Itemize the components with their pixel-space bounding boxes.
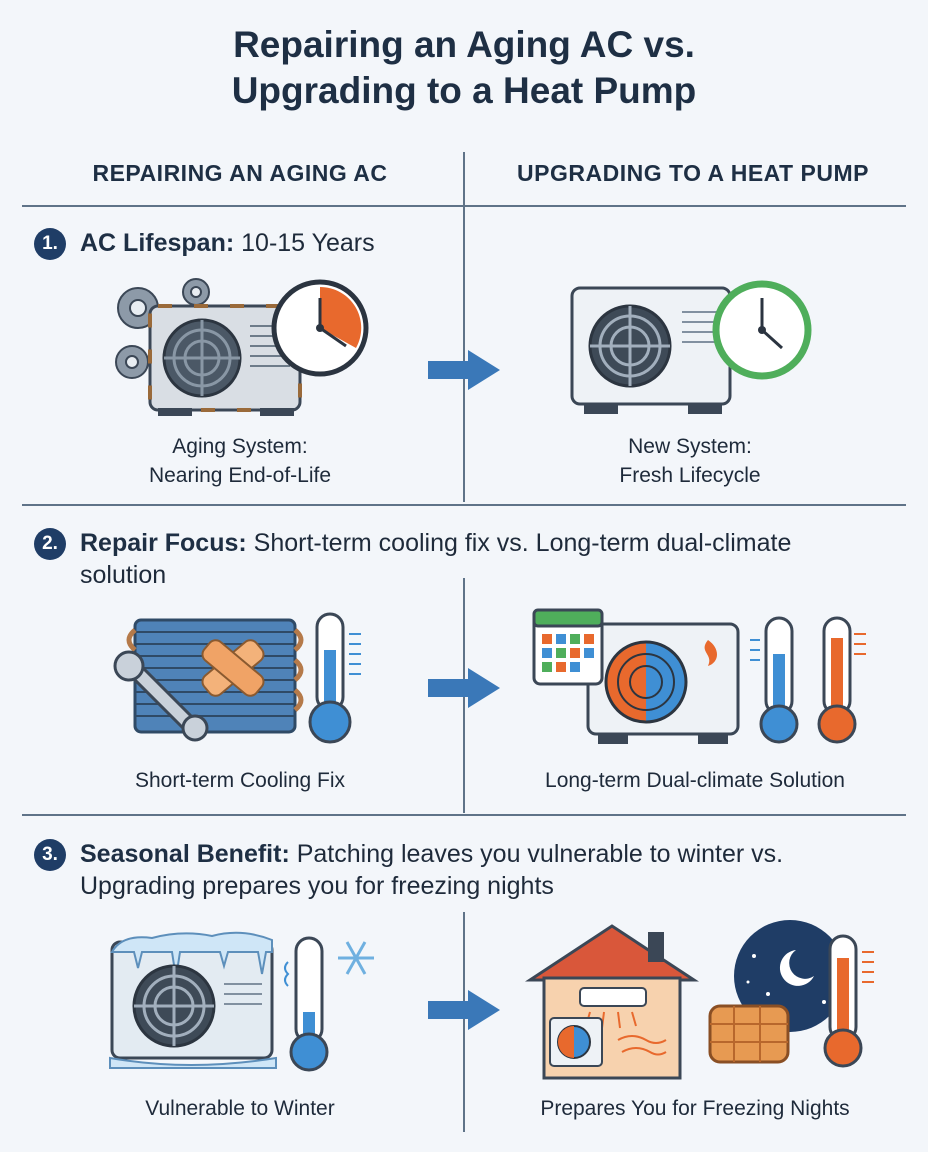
divider-section-2	[22, 814, 906, 816]
section-1-text: 10-15 Years	[234, 229, 375, 257]
new-heat-pump-icon	[570, 280, 812, 414]
caption-line: New System:	[628, 435, 752, 458]
caption-line: Long-term Dual-climate Solution	[545, 769, 845, 792]
frozen-ac-icon	[109, 931, 374, 1072]
caption-new-system: New System: Fresh Lifecycle	[510, 432, 870, 490]
caption-line: Short-term Cooling Fix	[134, 769, 346, 792]
divider-section-1	[22, 504, 906, 506]
section-3-text: Patching leaves you vulnerable to winter…	[80, 840, 784, 900]
section-1-number: 1.	[34, 228, 66, 260]
caption-line: Nearing End-of-Life	[148, 464, 332, 487]
dual-climate-heat-pump-icon	[532, 608, 866, 744]
patched-coil-wrench-icon	[113, 612, 361, 744]
caption-vulnerable-winter: Vulnerable to Winter	[40, 1094, 440, 1123]
page-title: Repairing an Aging AC vs. Upgrading to a…	[0, 22, 928, 114]
caption-dual-climate-solution: Long-term Dual-climate Solution	[480, 766, 910, 795]
arrow-icon-1	[428, 350, 500, 390]
column-divider-1	[463, 152, 465, 502]
section-1-label: AC Lifespan:	[80, 229, 235, 257]
section-3-heading: 3. Seasonal Benefit: Patching leaves you…	[34, 838, 904, 902]
section-3-number: 3.	[34, 839, 66, 871]
section-3-label: Seasonal Benefit:	[80, 840, 290, 868]
section-2-label: Repair Focus:	[80, 529, 247, 557]
title-line-2: Upgrading to a Heat Pump	[231, 70, 697, 111]
caption-line: Fresh Lifecycle	[619, 464, 761, 487]
caption-line: Prepares You for Freezing Nights	[540, 1097, 850, 1120]
section-1-heading: 1. AC Lifespan: 10-15 Years	[34, 227, 894, 260]
caption-line: Vulnerable to Winter	[145, 1097, 335, 1120]
column-divider-3	[463, 912, 465, 1132]
warm-house-heat-pump-icon	[524, 920, 874, 1080]
section-2-heading: 2. Repair Focus: Short-term cooling fix …	[34, 527, 894, 591]
title-line-1: Repairing an Aging AC vs.	[233, 24, 695, 65]
section-2-number: 2.	[34, 528, 66, 560]
caption-freezing-nights: Prepares You for Freezing Nights	[480, 1094, 910, 1123]
section-2-text: Short-term cooling fix vs. Long-term dua…	[80, 529, 792, 589]
caption-short-term-fix: Short-term Cooling Fix	[40, 766, 440, 795]
arrow-icon-2	[428, 668, 500, 708]
caption-line: Aging System:	[172, 435, 308, 458]
column-header-upgrade: UPGRADING TO A HEAT PUMP	[517, 160, 869, 186]
aging-ac-icon	[115, 278, 369, 416]
arrow-icon-3	[428, 990, 500, 1030]
column-header-repair: REPAIRING AN AGING AC	[92, 160, 388, 186]
caption-aging-system: Aging System: Nearing End-of-Life	[60, 432, 420, 490]
